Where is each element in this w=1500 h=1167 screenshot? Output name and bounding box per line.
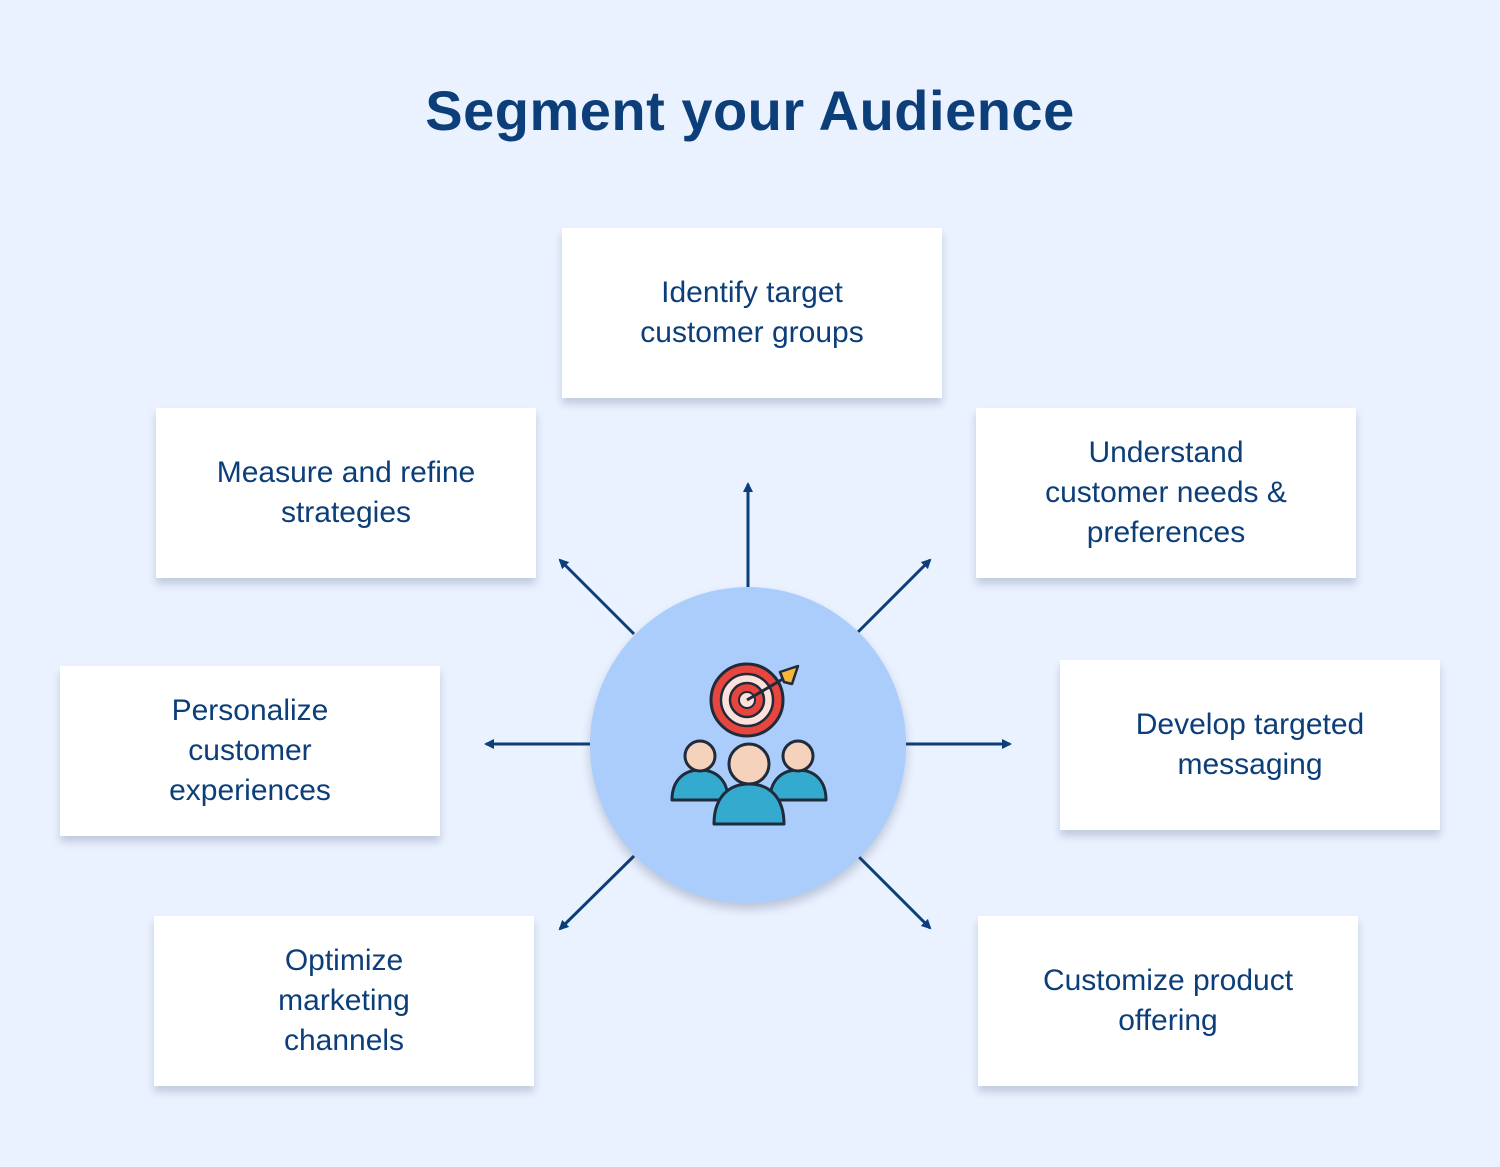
arrow-up-left [558,558,636,636]
card-develop: Develop targeted messaging [1060,660,1440,830]
person-left-icon [670,739,730,802]
page-title: Segment your Audience [425,79,1075,142]
card-identify: Identify target customer groups [562,228,942,398]
card-customize: Customize product offering [978,916,1358,1086]
arrow-down-left [558,854,636,931]
card-personalize: Personalize customer experiences [60,666,440,836]
card-identify-label: Identify target customer groups [640,276,864,349]
target-audience-icon [670,662,828,826]
target-icon [709,662,800,738]
arrow-up-right [856,558,932,634]
card-understand: Understand customer needs & preferences [976,408,1356,578]
person-right-icon [768,739,828,802]
card-customize-label: Customize product offering [1042,964,1294,1037]
card-optimize-label: Optimize marketing channels [278,944,410,1057]
card-develop-label: Develop targeted messaging [1135,708,1365,781]
card-optimize: Optimize marketing channels [154,916,534,1086]
card-understand-label: Understand customer needs & preferences [1045,436,1287,549]
person-center-icon [712,742,786,826]
card-measure: Measure and refine strategies [156,408,536,578]
arrow-down-right [856,854,932,930]
card-personalize-label: Personalize customer experiences [169,694,331,807]
card-measure-label: Measure and refine strategies [216,456,476,529]
